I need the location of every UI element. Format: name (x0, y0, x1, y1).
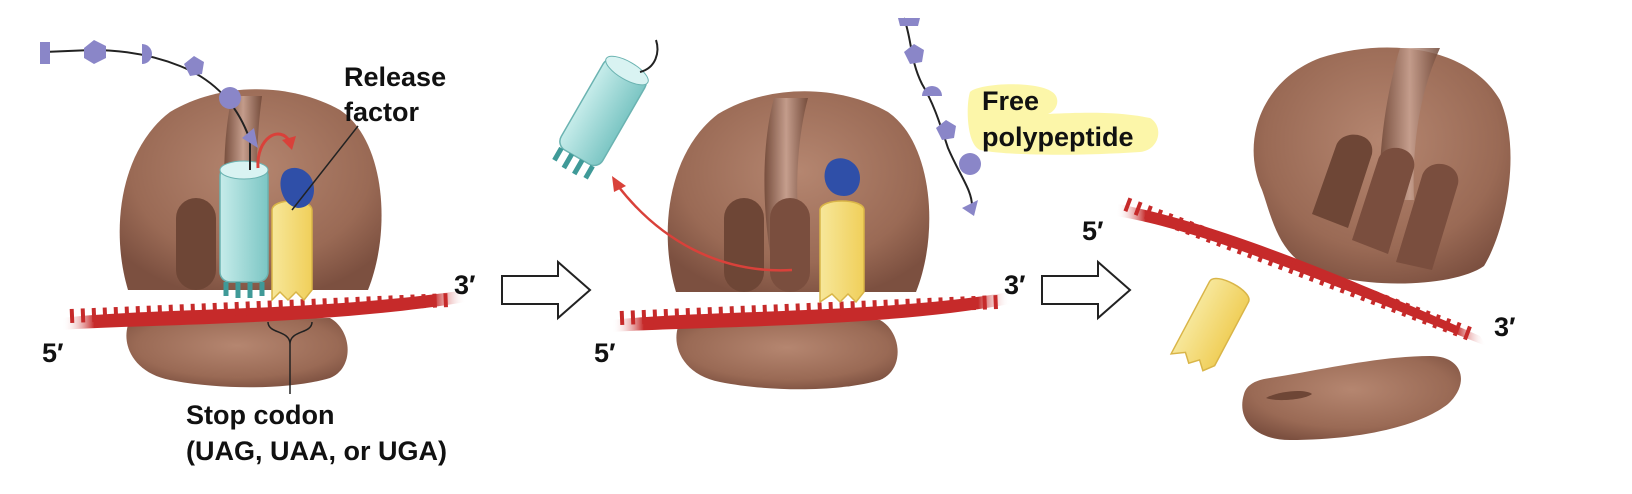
release-factor-icon-2 (819, 158, 865, 304)
stop-codon-label: Stop codon (UAG, UAA, or UGA) (186, 400, 447, 466)
panel-1-termination: Release factor Stop codon (UAG, UAA, or … (40, 40, 476, 466)
mrna-strand-1 (62, 290, 466, 330)
release-factor-label-line2: factor (344, 97, 420, 127)
peptide-transfer-arrow (256, 132, 292, 169)
panel-3-dissociation: 5′ 3′ (1082, 47, 1516, 440)
mrna-strand-2 (612, 292, 1010, 332)
free-polypeptide-highlight (967, 84, 1159, 155)
three-prime-label-3: 3′ (1494, 312, 1516, 342)
three-prime-label-2: 3′ (1004, 270, 1026, 300)
p-site-2 (770, 198, 810, 292)
tunnel-site-3a (1312, 134, 1373, 228)
release-factor-icon (271, 167, 314, 302)
small-subunit-2 (676, 320, 898, 390)
free-polypeptide-label-line2: polypeptide (982, 122, 1134, 152)
release-factor-label-line1: Release (344, 62, 446, 92)
departing-trna-icon (552, 55, 649, 180)
trna-exit-arrow (617, 185, 793, 272)
stop-codon-label-line1: Stop codon (186, 400, 334, 430)
panel-2-release: Free polypeptide 5′ 3′ (552, 17, 1159, 390)
transition-arrow-icon-2 (1041, 259, 1132, 321)
stop-codon-label-line2: (UAG, UAA, or UGA) (186, 436, 447, 466)
tunnel-site-3c (1396, 163, 1459, 270)
e-site-2 (724, 198, 764, 292)
small-subunit-1 (126, 318, 348, 388)
five-prime-label: 5′ (42, 338, 64, 368)
free-polypeptide-icon (898, 17, 981, 216)
three-prime-label: 3′ (454, 270, 476, 300)
five-prime-label-3: 5′ (1082, 216, 1104, 246)
polypeptide-chain-icon (40, 40, 258, 170)
mrna-strand-3 (1116, 197, 1486, 346)
free-polypeptide-label: Free polypeptide (982, 86, 1134, 152)
tunnel-site-3b (1352, 147, 1415, 254)
trna-icon (219, 160, 269, 298)
release-factor-icon-3 (1169, 277, 1250, 372)
transition-arrow-icon (501, 259, 592, 321)
five-prime-label-2: 5′ (594, 338, 616, 368)
release-factor-pointer (291, 125, 359, 211)
small-subunit-3 (1242, 356, 1461, 440)
release-factor-label: Release factor (344, 62, 454, 127)
free-polypeptide-label-line1: Free (982, 86, 1039, 116)
e-site-1 (176, 198, 216, 290)
